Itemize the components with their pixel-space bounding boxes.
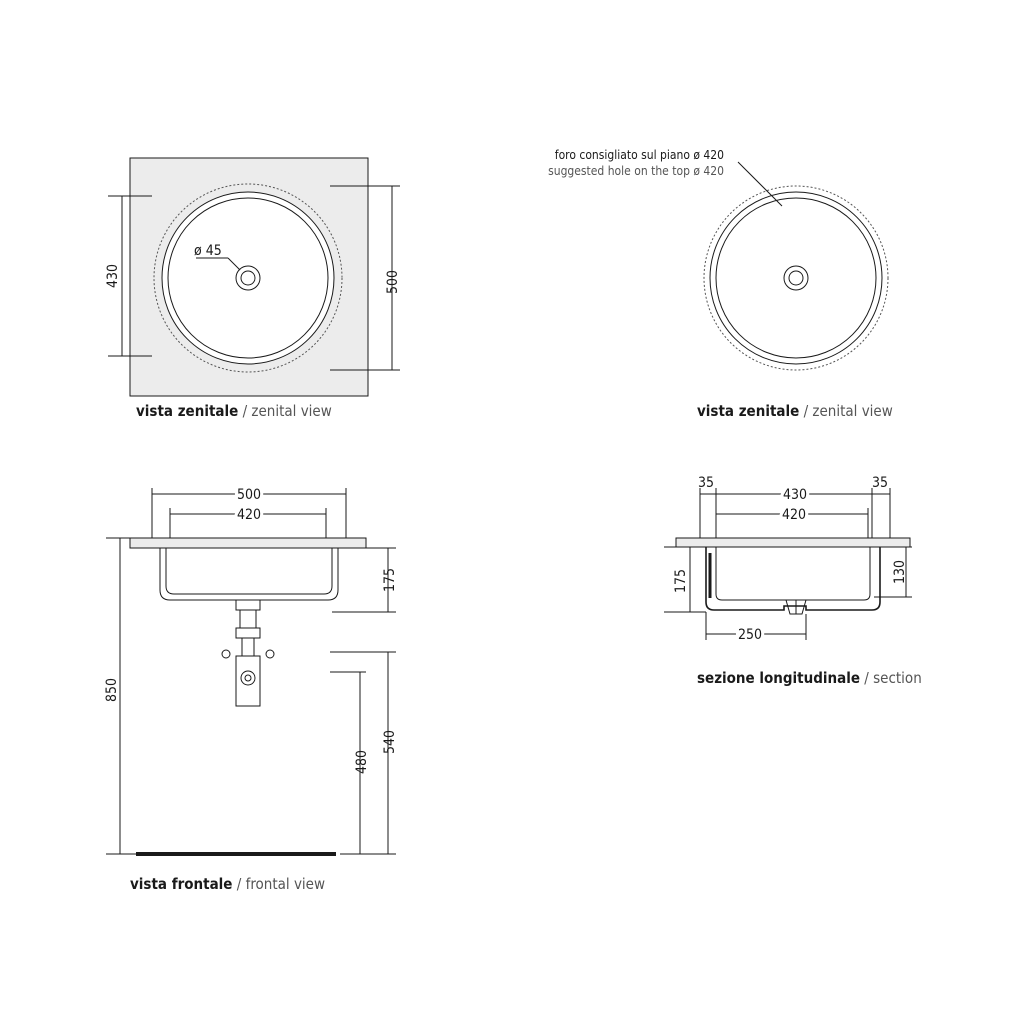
hole-dimension-label: ø 45 [194, 243, 222, 259]
hole-dotted-circle [703, 185, 889, 371]
caption-light: section [873, 669, 922, 687]
caption-bold: vista frontale [130, 875, 232, 893]
section-bowl-inner [715, 547, 871, 601]
top-view-basin: foro consigliato sul piano ø 420 suggest… [548, 148, 893, 420]
drain-nut [235, 627, 261, 639]
dim-front-420-label: 420 [237, 507, 261, 523]
dim-175-label: 175 [382, 568, 398, 592]
trap-body [235, 655, 261, 707]
drain-outer-circle [235, 265, 261, 291]
dim-front-500-label: 500 [237, 487, 261, 503]
dim-left-35-label: 35 [698, 475, 714, 491]
dim-850-label: 850 [104, 678, 120, 702]
front-caption: vista frontale / frontal view [130, 875, 325, 893]
drain-neck [235, 599, 261, 611]
section-view: 35 430 35 420 175 130 250 sezione longi [664, 475, 922, 687]
caption-light: zenital view [812, 402, 892, 420]
dim-540-label: 540 [382, 730, 398, 754]
note-leader-line [737, 161, 783, 207]
caption-bold: vista zenitale [697, 402, 799, 420]
dim-250-label: 250 [738, 627, 762, 643]
dim-420-section-label: 420 [782, 507, 806, 523]
caption-separator: / [799, 402, 812, 420]
dim-430-label: 430 [105, 264, 121, 288]
caption-separator: / [238, 402, 251, 420]
dim-430-section-label: 430 [783, 487, 807, 503]
drain-outer-circle-2 [783, 265, 809, 291]
caption-bold: sezione longitudinale [697, 669, 860, 687]
hole-leader-diagonal [227, 257, 241, 271]
front-view: 500 420 850 175 54 [104, 484, 398, 893]
trap-outlet-outer [240, 670, 256, 686]
top-view-with-slab: ø 45 430 500 vista zenitale / zenital vi… [105, 157, 401, 420]
top-left-caption: vista zenitale / zenital view [136, 402, 332, 420]
drain-inner-circle [240, 270, 256, 286]
caption-separator: / [232, 875, 245, 893]
suggested-hole-note-it: foro consigliato sul piano ø 420 [555, 148, 724, 162]
countertop-slab [129, 537, 367, 549]
basin-outer-dotted-circle [153, 183, 343, 373]
section-caption: sezione longitudinale / section [697, 669, 922, 687]
caption-bold: vista zenitale [136, 402, 238, 420]
trap-pipe [241, 637, 255, 657]
basin-bowl-outer [159, 548, 339, 601]
dim-right-35-label: 35 [872, 475, 888, 491]
dim-480-label: 480 [354, 750, 370, 774]
dim-500-label: 500 [385, 270, 401, 294]
dim-section-175-label: 175 [673, 569, 689, 593]
suggested-hole-note-en: suggested hole on the top ø 420 [548, 164, 724, 178]
basin-inner-circle-2 [715, 197, 877, 359]
caption-separator: / [860, 669, 873, 687]
basin-rim-circle-2 [709, 191, 883, 365]
drain-pipe [239, 609, 257, 629]
caption-light: zenital view [251, 402, 331, 420]
tap-connector-left [221, 649, 231, 659]
drain-inner-circle-2 [788, 270, 804, 286]
caption-light: frontal view [246, 875, 325, 893]
basin-bowl-inner [165, 548, 333, 595]
dim-130-label: 130 [892, 560, 908, 584]
trap-outlet-inner [244, 674, 252, 682]
top-right-caption: vista zenitale / zenital view [697, 402, 893, 420]
section-countertop [675, 537, 911, 548]
section-bowl-outer [705, 547, 881, 611]
tap-connector-right [265, 649, 275, 659]
basin-inner-circle [167, 197, 329, 359]
